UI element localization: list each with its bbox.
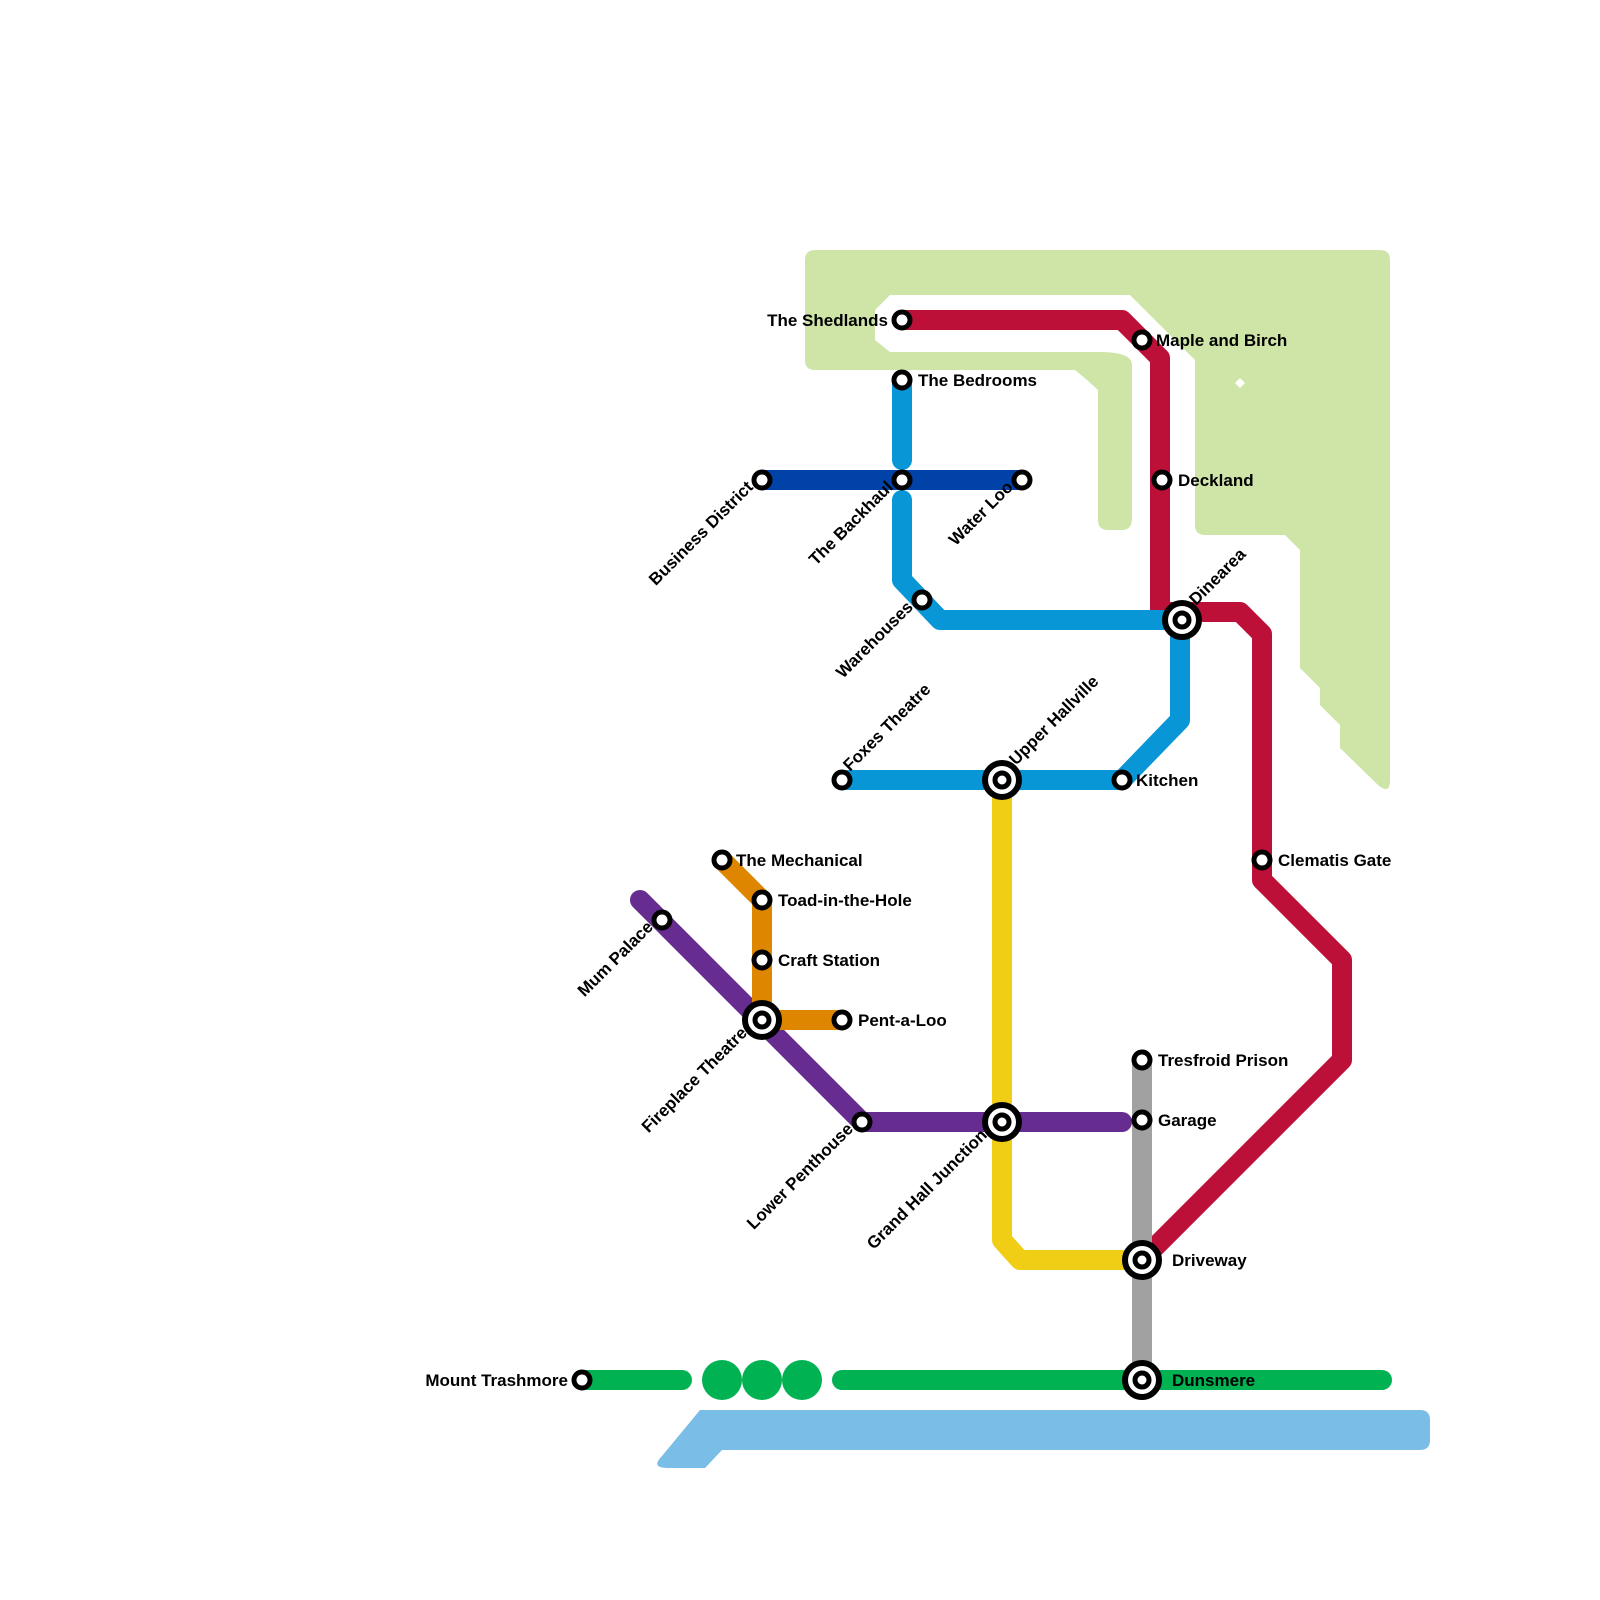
station-marker-icon[interactable] — [1111, 769, 1133, 791]
station-label: Deckland — [1178, 471, 1254, 490]
station-tresfroid-prison[interactable]: Tresfroid Prison — [1131, 1049, 1288, 1071]
line-light-blue[interactable] — [832, 490, 1190, 790]
station-toad-in-the-hole[interactable]: Toad-in-the-Hole — [751, 889, 912, 911]
station-lower-penthouse[interactable]: Lower Penthouse — [743, 1111, 873, 1233]
station-label: The Mechanical — [736, 851, 863, 870]
station-label: Lower Penthouse — [743, 1119, 857, 1233]
station-label: Fireplace Theatre — [638, 1023, 751, 1136]
interchange-inner-ring-icon — [992, 770, 1012, 790]
station-label: Maple and Birch — [1156, 331, 1287, 350]
station-label: Pent-a-Loo — [858, 1011, 947, 1030]
station-the-bedrooms[interactable]: The Bedrooms — [891, 369, 1037, 391]
station-mount-trashmore[interactable]: Mount Trashmore — [425, 1369, 593, 1391]
station-label: Driveway — [1172, 1251, 1247, 1270]
station-label: Dinearea — [1185, 544, 1250, 609]
station-label: Grand Hall Junction — [863, 1125, 991, 1253]
station-kitchen[interactable]: Kitchen — [1111, 769, 1198, 791]
station-marker-icon[interactable] — [831, 769, 853, 791]
station-marker-icon[interactable] — [751, 949, 773, 971]
station-label: Foxes Theatre — [839, 680, 934, 775]
station-marker-icon[interactable] — [1011, 469, 1033, 491]
station-marker-icon[interactable] — [891, 309, 913, 331]
station-marker-icon[interactable] — [891, 369, 913, 391]
station-marker-icon[interactable] — [891, 469, 913, 491]
gap-dot — [702, 1360, 742, 1400]
interchange-inner-ring-icon — [1132, 1370, 1152, 1390]
land-areas — [805, 250, 1390, 789]
station-marker-icon[interactable] — [1131, 1049, 1153, 1071]
station-the-mechanical[interactable]: The Mechanical — [711, 849, 863, 871]
land-notch — [1235, 378, 1245, 388]
station-label: Clematis Gate — [1278, 851, 1391, 870]
gap-dot — [742, 1360, 782, 1400]
interchange-inner-ring-icon — [1132, 1250, 1152, 1270]
station-driveway[interactable]: Driveway — [1122, 1240, 1247, 1280]
interchange-inner-ring-icon — [752, 1010, 772, 1030]
station-garage[interactable]: Garage — [1131, 1109, 1217, 1131]
station-marker-icon[interactable] — [1151, 469, 1173, 491]
station-clematis-gate[interactable]: Clematis Gate — [1251, 849, 1391, 871]
interchange-inner-ring-icon — [992, 1112, 1012, 1132]
station-marker-icon[interactable] — [651, 909, 673, 931]
land-area-north — [805, 250, 1390, 789]
station-dunsmere[interactable]: Dunsmere — [1122, 1360, 1255, 1400]
station-label: Mount Trashmore — [425, 1371, 568, 1390]
station-marker-icon[interactable] — [1251, 849, 1273, 871]
station-craft-station[interactable]: Craft Station — [751, 949, 880, 971]
station-pent-a-loo[interactable]: Pent-a-Loo — [831, 1009, 947, 1031]
station-the-shedlands[interactable]: The Shedlands — [767, 309, 913, 331]
station-label: The Bedrooms — [918, 371, 1037, 390]
interchange-inner-ring-icon — [1172, 610, 1192, 630]
station-warehouses[interactable]: Warehouses — [832, 589, 933, 682]
station-label: The Backhaul — [805, 477, 897, 569]
station-marker-icon[interactable] — [911, 589, 933, 611]
station-label: Garage — [1158, 1111, 1217, 1130]
station-marker-icon[interactable] — [851, 1111, 873, 1133]
station-maple-and-birch[interactable]: Maple and Birch — [1131, 329, 1287, 351]
station-marker-icon[interactable] — [751, 889, 773, 911]
station-label: Dunsmere — [1172, 1371, 1255, 1390]
station-label: Upper Hallville — [1005, 672, 1102, 769]
river — [657, 1410, 1430, 1468]
station-business-district[interactable]: Business District — [645, 469, 773, 589]
line-green-gap-dots — [702, 1360, 822, 1400]
station-marker-icon[interactable] — [831, 1009, 853, 1031]
station-marker-icon[interactable] — [711, 849, 733, 871]
station-marker-icon[interactable] — [1131, 329, 1153, 351]
station-label: The Shedlands — [767, 311, 888, 330]
gap-dot — [782, 1360, 822, 1400]
station-marker-icon[interactable] — [1131, 1109, 1153, 1131]
line-yellow[interactable] — [992, 770, 1152, 1270]
station-label: Toad-in-the-Hole — [778, 891, 912, 910]
station-marker-icon[interactable] — [571, 1369, 593, 1391]
station-label: Craft Station — [778, 951, 880, 970]
station-label: Mum Palace — [574, 917, 657, 1000]
station-label: Tresfroid Prison — [1158, 1051, 1288, 1070]
station-label: Warehouses — [832, 597, 916, 681]
station-marker-icon[interactable] — [751, 469, 773, 491]
station-fireplace-theatre[interactable]: Fireplace Theatre — [638, 1000, 782, 1136]
station-label: Kitchen — [1136, 771, 1198, 790]
station-deckland[interactable]: Deckland — [1151, 469, 1254, 491]
station-mum-palace[interactable]: Mum Palace — [574, 909, 673, 1000]
station-label: Business District — [645, 477, 757, 589]
